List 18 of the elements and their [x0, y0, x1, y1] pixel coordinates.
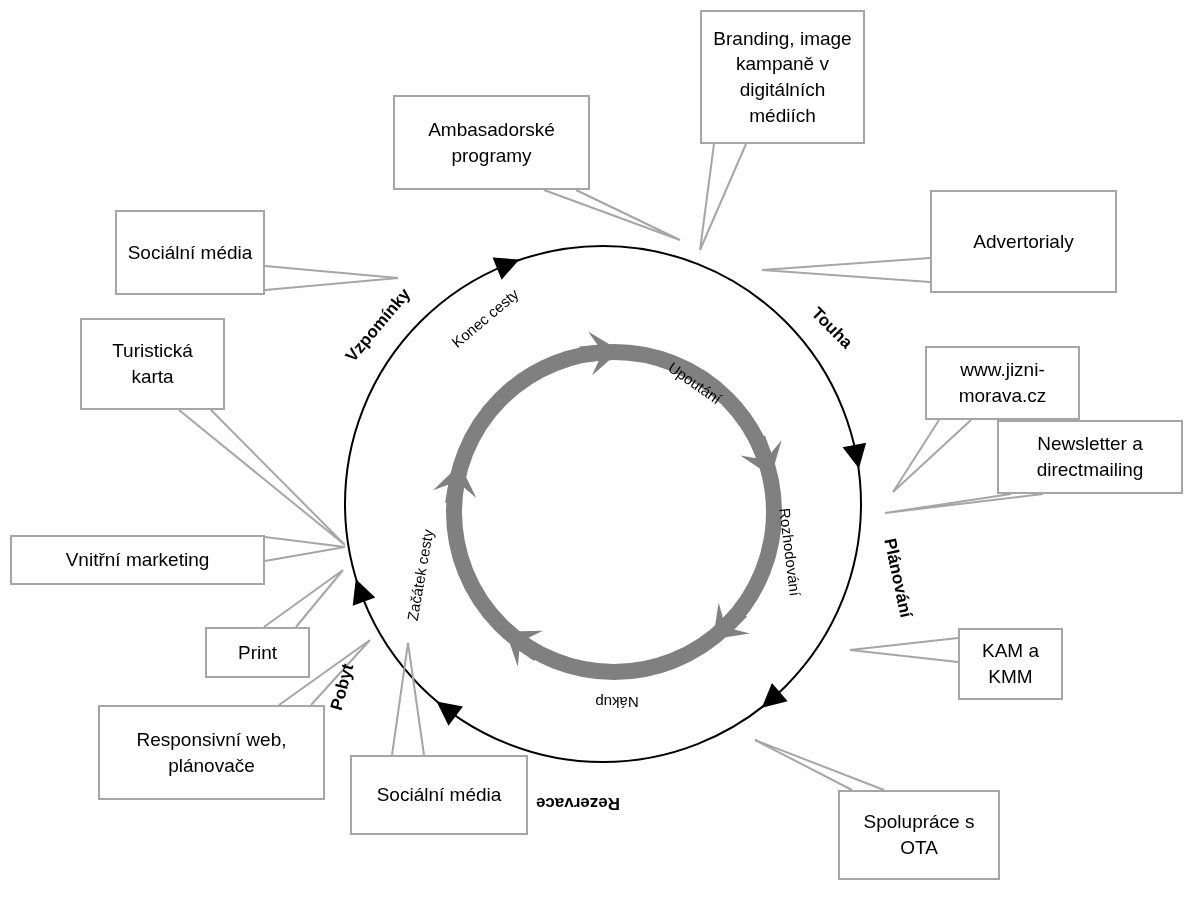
phase-label: Rezervace: [535, 794, 621, 812]
callout-box: Ambasadorské programy: [393, 95, 590, 190]
callout-box: Responsivní web, plánovače: [98, 705, 325, 800]
stage-label: Rozhodování: [777, 507, 803, 597]
callout-box: Print: [205, 627, 310, 678]
callout-box: KAM a KMM: [958, 628, 1063, 700]
stage-label: Začátek cesty: [404, 528, 436, 622]
callout-box: Branding, image kampaně v digitálních médiích: [700, 10, 865, 144]
callout-box: Sociální média: [115, 210, 265, 295]
stage-label: Nákup: [595, 694, 639, 710]
callout-box: Advertorialy: [930, 190, 1117, 293]
callout-box: www.jizni-morava.cz: [925, 346, 1080, 420]
callout-box: Sociální média: [350, 755, 528, 835]
callout-box: Spolupráce s OTA: [838, 790, 1000, 880]
phase-label: Pobyt: [327, 662, 357, 712]
callout-box: Vnitřní marketing: [10, 535, 265, 585]
callout-box: Newsletter a directmailing: [997, 420, 1183, 494]
callout-box: Turistická karta: [80, 318, 225, 410]
